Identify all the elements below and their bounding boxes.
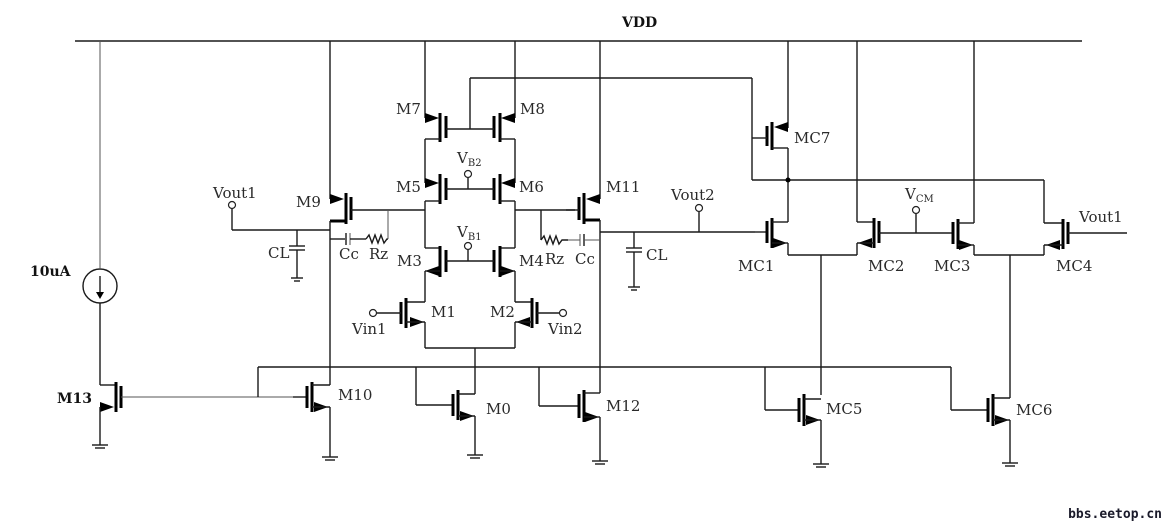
- cc-right-label: Cc: [575, 250, 595, 268]
- m2-label: M2: [490, 303, 515, 321]
- vb2-label: VB2: [456, 149, 482, 169]
- m3-label: M3: [397, 252, 422, 270]
- transistor-mc5: MC5: [764, 367, 862, 468]
- m12-label: M12: [606, 397, 640, 415]
- cl-right-label: CL: [646, 246, 667, 264]
- m0-label: M0: [486, 400, 511, 418]
- transistor-mc6: MC6: [950, 367, 1052, 467]
- vin1-pin[interactable]: [368, 308, 378, 318]
- transistor-m13: M13: [57, 382, 123, 449]
- vdd-rail: VDD: [75, 15, 1082, 42]
- transistor-mc4: Vout1 MC4: [1043, 208, 1127, 275]
- current-source-label: 10uA: [30, 264, 72, 280]
- vout1-left-label: Vout1: [212, 184, 257, 202]
- vout1-right-label: Vout1: [1078, 208, 1123, 226]
- transistor-mc3: MC3: [934, 41, 975, 275]
- transistor-mc2: MC2: [856, 41, 904, 275]
- cl-left-label: CL: [268, 244, 289, 262]
- transistor-m7: M7: [396, 100, 448, 142]
- vcm-pin[interactable]: [911, 205, 921, 215]
- m10-label: M10: [338, 386, 372, 404]
- transistor-mc1: MC1: [738, 218, 789, 275]
- vb2-pin[interactable]: [463, 169, 473, 179]
- vin1-label: Vin1: [351, 320, 387, 338]
- m6-label: M6: [519, 178, 544, 196]
- mc5-label: MC5: [826, 400, 862, 418]
- rz-left-label: Rz: [369, 245, 388, 263]
- rz-right-resistor-icon: [540, 234, 568, 246]
- m11-label: M11: [606, 178, 640, 196]
- reference-branch: 10uA: [30, 41, 118, 385]
- vin2-label: Vin2: [547, 320, 583, 338]
- watermark: bbs.eetop.cn: [1068, 507, 1162, 522]
- transistor-m6: M6: [492, 174, 544, 204]
- m7-label: M7: [396, 100, 421, 118]
- mc4-label: MC4: [1056, 257, 1092, 275]
- mc2-label: MC2: [868, 257, 904, 275]
- vcm-label: VCM: [904, 185, 934, 205]
- transistor-m11: M11: [566, 41, 640, 393]
- transistor-mc7: MC7: [752, 41, 830, 222]
- m13-label: M13: [57, 391, 92, 407]
- mc3-label: MC3: [934, 257, 970, 275]
- vout2-pin[interactable]: [694, 203, 704, 213]
- vout1-left-pin[interactable]: [227, 200, 237, 210]
- transistor-m9: M9: [296, 41, 425, 385]
- transistor-m4: M4: [492, 246, 544, 277]
- transistor-m12: M12: [538, 367, 640, 465]
- vout2-label: Vout2: [670, 186, 715, 204]
- transistor-m5: M5: [396, 174, 448, 204]
- rz-right-label: Rz: [545, 250, 564, 268]
- vb1-label: VB1: [456, 223, 482, 243]
- vb1-pin[interactable]: [463, 241, 473, 251]
- transistor-m3: M3: [397, 246, 448, 277]
- rz-left-resistor-icon: [365, 233, 388, 245]
- transistor-m2: M2 Vin2: [490, 298, 583, 338]
- mc7-label: MC7: [794, 129, 830, 147]
- mc6-label: MC6: [1016, 401, 1052, 419]
- cc-left-label: Cc: [339, 245, 359, 263]
- m4-label: M4: [519, 252, 544, 270]
- vin2-pin[interactable]: [558, 308, 568, 318]
- mc1-label: MC1: [738, 257, 774, 275]
- transistor-m10: M10: [293, 382, 372, 461]
- transistor-m0: M0: [415, 367, 511, 459]
- m1-label: M1: [431, 303, 456, 321]
- vdd-label: VDD: [621, 15, 657, 31]
- transistor-m8: M8: [492, 100, 545, 142]
- m8-label: M8: [520, 100, 545, 118]
- m9-label: M9: [296, 193, 321, 211]
- output-node-vout1-left: Vout1 CL Cc Rz: [212, 184, 389, 282]
- transistor-m1: M1 Vin1: [351, 298, 456, 338]
- output-node-vout2: Rz Cc CL Vout2: [540, 186, 755, 291]
- m5-label: M5: [396, 178, 421, 196]
